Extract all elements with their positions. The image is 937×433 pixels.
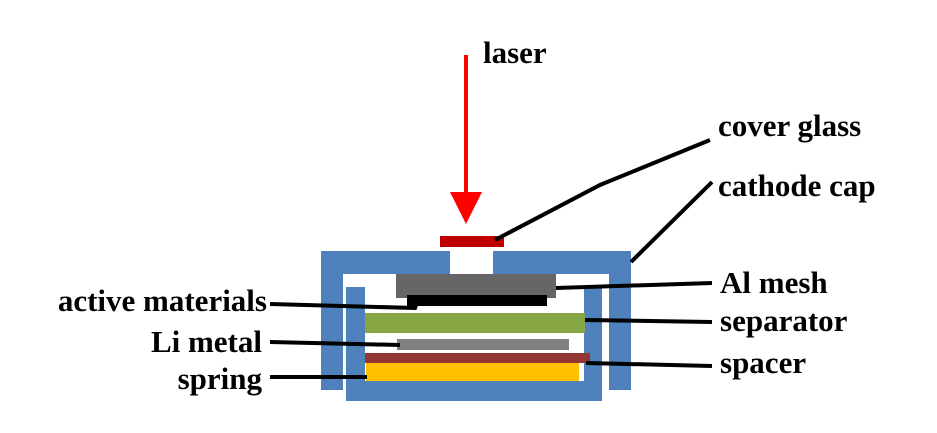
spacer-label: spacer <box>720 345 806 380</box>
active-materials-layer <box>407 295 547 306</box>
laser-label: laser <box>483 35 547 70</box>
spring-label: spring <box>178 361 263 396</box>
al-mesh-layer <box>396 274 556 298</box>
cathode-cap-label: cathode cap <box>718 168 876 203</box>
spacer-leader <box>585 361 713 368</box>
separator-label: separator <box>720 303 848 338</box>
separator-layer <box>365 313 585 333</box>
cover-glass <box>440 236 504 247</box>
al-mesh-label: Al mesh <box>720 265 828 300</box>
cathode-cap-leader <box>629 180 714 264</box>
li-metal-label: Li metal <box>151 324 262 359</box>
li-metal-layer <box>397 339 569 350</box>
active-materials-leader <box>269 299 420 311</box>
spacer-layer <box>365 353 590 363</box>
al-mesh-leader <box>555 281 713 290</box>
cover-glass-label: cover glass <box>718 108 861 143</box>
spring-layer <box>366 363 579 381</box>
cover-glass-leader <box>494 138 711 242</box>
anode-can <box>346 287 602 401</box>
active-materials-label: active materials <box>58 283 267 318</box>
separator-leader <box>584 318 713 324</box>
li-metal-leader <box>269 340 401 347</box>
